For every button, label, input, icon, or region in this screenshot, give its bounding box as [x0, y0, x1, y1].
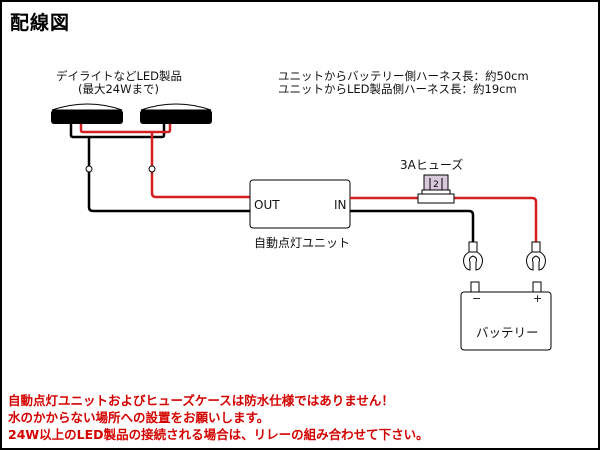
page-title: 配線図	[10, 12, 71, 34]
connector-positive	[148, 165, 156, 173]
battery-plus: +	[533, 292, 543, 305]
connector-negative	[85, 165, 93, 173]
battery-name: バッテリー	[476, 325, 539, 340]
negative-wire-led	[69, 124, 250, 213]
warning-note: 水のかからない場所への設置をお願いします。	[8, 410, 270, 425]
unit-out-label: OUT	[254, 198, 280, 212]
warning-note: 24W以上のLED製品の接続される場合は、リレーの組み合わせて下さい。	[8, 427, 429, 442]
warning-note: 自動点灯ユニットおよびヒューズケースは防水仕様ではありません！	[8, 393, 394, 408]
harness-info-battery: ユニットからバッテリー側ハーネス長：約50cm	[278, 69, 529, 83]
battery	[460, 281, 552, 351]
unit-name: 自動点灯ユニット	[254, 236, 351, 250]
led-lamp-right	[140, 103, 212, 124]
led-label-line1: デイライトなどLED製品	[56, 69, 183, 83]
battery-minus: −	[472, 292, 482, 305]
warning-notes: 自動点灯ユニットおよびヒューズケースは防水仕様ではありません！ 水のかからない場…	[8, 392, 429, 443]
led-lamp-left	[51, 103, 123, 124]
terminal-negative	[463, 241, 483, 271]
negative-wire-battery	[350, 209, 475, 242]
positive-wire-led	[79, 124, 250, 199]
positive-wire-battery	[350, 196, 538, 242]
auto-light-unit	[249, 179, 351, 229]
harness-info-led: ユニットからLED製品側ハーネス長：約19cm	[278, 82, 517, 96]
led-label-line2: (最大24Wまで)	[78, 82, 159, 96]
terminal-positive	[526, 241, 546, 271]
unit-in-label: IN	[334, 198, 347, 212]
fuse: 2	[417, 174, 455, 204]
svg-text:2: 2	[433, 180, 439, 190]
fuse-label: 3Aヒューズ	[400, 158, 464, 172]
